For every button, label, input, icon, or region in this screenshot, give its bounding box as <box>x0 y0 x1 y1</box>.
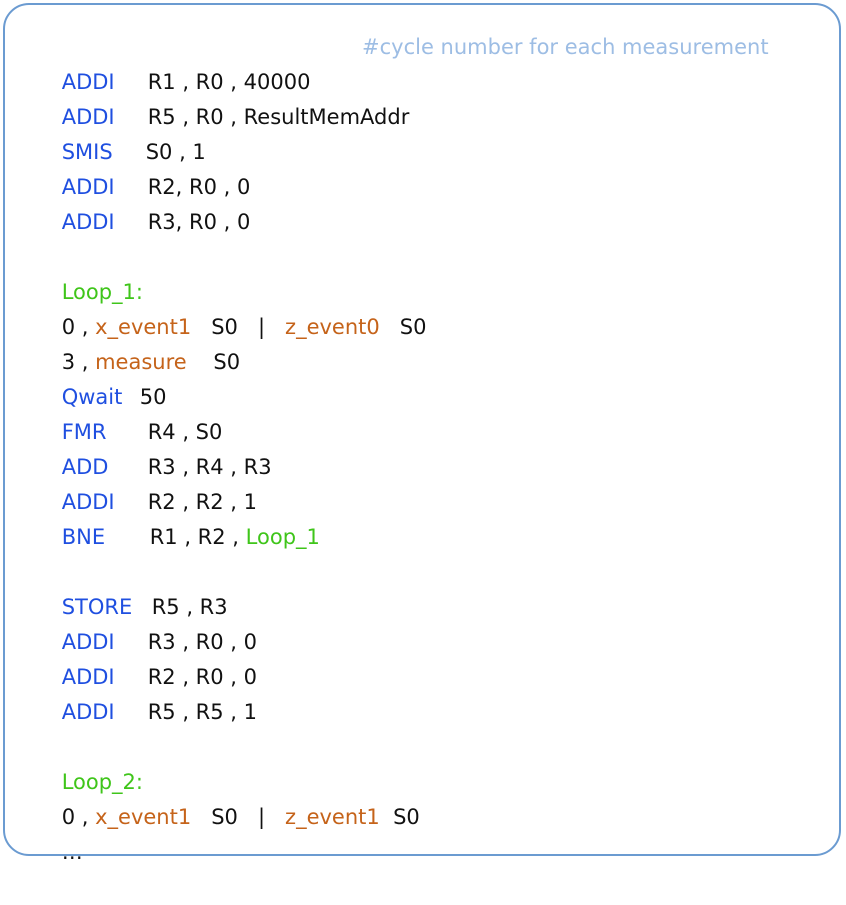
code-line: FMR R4 , S0 <box>35 380 426 444</box>
code-line: Loop_2: <box>35 730 426 794</box>
code-panel <box>3 3 841 856</box>
ellipsis: … <box>61 840 83 864</box>
code-line: 0 , x_event1 S0 | z_event1 S0 <box>35 765 426 829</box>
opcode: Qwait <box>61 385 123 409</box>
code-line: ADDI R3 , R0 , 0 <box>35 590 426 654</box>
code-line: Qwait 50 <box>35 345 426 409</box>
opcode: BNE <box>61 525 106 549</box>
operands: R5 , R5 , 1 <box>147 700 258 724</box>
operands: R1 , R0 , 40000 <box>147 70 311 94</box>
timing-prefix: 0 , <box>61 805 96 829</box>
operands: R1 , R2 , <box>149 525 246 549</box>
operands: R5 , R0 , ResultMemAddr <box>147 105 410 129</box>
event-name: z_event0 <box>285 315 380 339</box>
opcode: ADDI <box>61 630 115 654</box>
event-target: S0 <box>379 315 427 339</box>
operands: R3, R0 , 0 <box>147 210 251 234</box>
opcode: ADDI <box>61 105 115 129</box>
branch-target: Loop_1 <box>245 525 320 549</box>
operands: R2, R0 , 0 <box>147 175 251 199</box>
opcode: ADDI <box>61 175 115 199</box>
opcode: ADDI <box>61 210 115 234</box>
code-line: 0 , x_event1 S0 | z_event0 S0 <box>35 275 427 339</box>
event-name: measure <box>95 350 187 374</box>
code-line: ADDI R2, R0 , 0 <box>35 135 426 199</box>
code-line: 3 , measure S0 <box>35 310 426 374</box>
event-name: x_event1 <box>95 315 192 339</box>
operands: R5 , R3 <box>151 595 228 619</box>
opcode: ADDI <box>61 700 115 724</box>
timing-prefix: 0 , <box>61 315 96 339</box>
operands: R3 , R4 , R3 <box>147 455 272 479</box>
event-target: S0 <box>379 805 420 829</box>
opcode: ADDI <box>61 490 115 514</box>
code-line: STORE R5 , R3 <box>35 555 426 619</box>
event-name: x_event1 <box>95 805 192 829</box>
event-separator: S0 | <box>191 315 286 339</box>
code-listing: ADDI R1 , R0 , 40000 #cycle number for eac… <box>35 30 769 864</box>
code-line: BNE R1 , R2 , Loop_1 <box>35 485 426 549</box>
opcode: ADD <box>61 455 109 479</box>
loop-label: Loop_2: <box>61 770 143 794</box>
operands: R3 , R0 , 0 <box>147 630 258 654</box>
code-line: ADDI R2 , R2 , 1 <box>35 450 426 514</box>
loop-label: Loop_1: <box>61 280 143 304</box>
code-line: … <box>35 800 426 864</box>
event-separator: S0 | <box>191 805 286 829</box>
code-line: ADDI R1 , R0 , 40000 #cycle number for eac… <box>35 30 769 94</box>
code-line: ADDI R5 , R5 , 1 <box>35 660 426 724</box>
operands: S0 , 1 <box>145 140 206 164</box>
opcode: SMIS <box>61 140 113 164</box>
timing-prefix: 3 , <box>61 350 96 374</box>
opcode: STORE <box>61 595 133 619</box>
operands: R2 , R0 , 0 <box>147 665 258 689</box>
operands: 50 <box>139 385 167 409</box>
event-name: z_event1 <box>285 805 380 829</box>
event-target: S0 <box>186 350 241 374</box>
operands: R2 , R2 , 1 <box>147 490 258 514</box>
opcode: ADDI <box>61 665 115 689</box>
operands: R4 , S0 <box>147 420 223 444</box>
code-line: ADDI R3, R0 , 0 <box>35 170 426 234</box>
opcode: ADDI <box>61 70 115 94</box>
code-line: ADD R3 , R4 , R3 <box>35 415 426 479</box>
code-line: ADDI R2 , R0 , 0 <box>35 625 426 689</box>
opcode: FMR <box>61 420 107 444</box>
code-line: ADDI R5 , R0 , ResultMemAddr <box>35 65 426 129</box>
comment: #cycle number for each measurement <box>362 35 769 59</box>
code-line: Loop_1: <box>35 240 426 304</box>
code-line: SMIS S0 , 1 <box>35 100 426 164</box>
